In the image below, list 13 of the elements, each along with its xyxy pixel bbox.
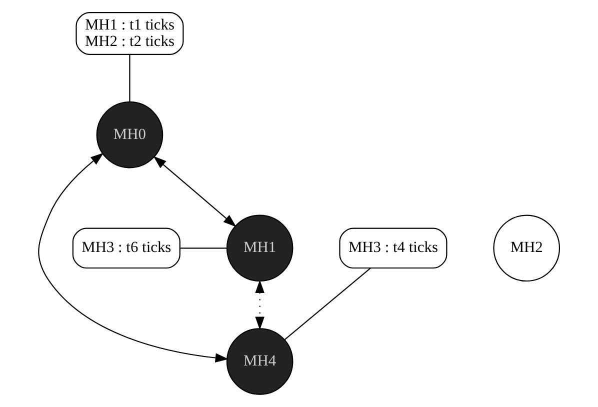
node-circle: MH1	[226, 214, 294, 282]
node-circle: MH0	[96, 101, 164, 168]
node-box: MH3 : t6 ticks	[72, 228, 180, 269]
node-circle: MH2	[493, 214, 560, 282]
connector	[180, 248, 227, 249]
node-circle: MH4	[226, 328, 294, 395]
arrow	[38, 152, 229, 362]
node-box: MH1 : t1 ticks MH2 : t2 ticks	[76, 12, 184, 55]
arrow	[255, 280, 264, 330]
arrow	[153, 156, 236, 228]
connector	[129, 54, 130, 102]
connector	[284, 268, 371, 340]
node-box: MH3 : t4 ticks	[339, 228, 448, 269]
